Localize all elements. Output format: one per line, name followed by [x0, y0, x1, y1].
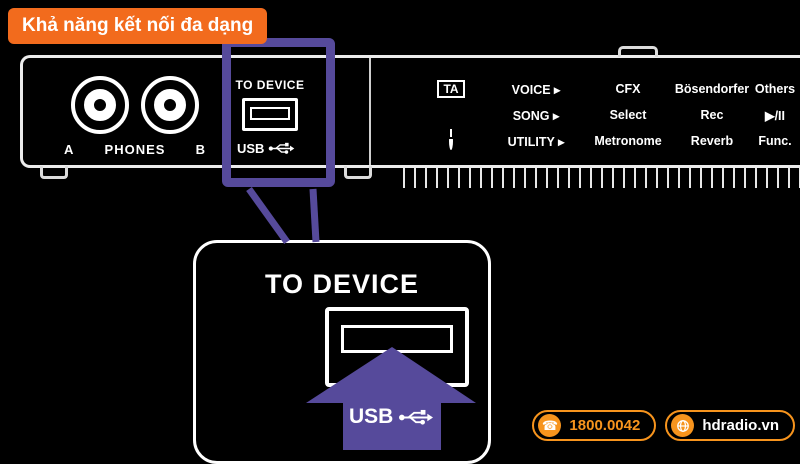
- callout-usb-port: [325, 307, 469, 387]
- panel-divider: [369, 58, 371, 165]
- panel-top-bump: [618, 46, 658, 57]
- contact-badges: ☎ 1800.0042 hdradio.vn: [532, 410, 795, 441]
- usb-trident-icon: [269, 142, 295, 154]
- usb-port: [242, 98, 298, 131]
- usb-label-row: USB: [237, 141, 295, 156]
- phones-labels: A PHONES B: [64, 142, 206, 157]
- piano-keys-strip: [394, 168, 800, 188]
- phone-number: 1800.0042: [569, 417, 641, 434]
- usb-port-slot: [250, 107, 290, 120]
- panel-foot: [40, 166, 68, 179]
- power-cell: [449, 132, 453, 150]
- cfx-button: CFX: [615, 82, 641, 96]
- phones-jack-b: [141, 76, 199, 134]
- usb-label: USB: [237, 141, 265, 156]
- arrow-usb-label: USB: [349, 405, 394, 428]
- globe-icon: [671, 414, 695, 437]
- website-badge[interactable]: hdradio.vn: [665, 410, 795, 441]
- phone-icon: ☎: [538, 414, 562, 437]
- play-pause-button: ▶/II: [764, 108, 786, 123]
- phones-jack-a: [71, 76, 129, 134]
- power-icon: [449, 132, 453, 150]
- voice-button: VOICE ▸: [511, 82, 561, 97]
- others-button: Others: [754, 82, 796, 96]
- usb-trident-icon: [399, 409, 434, 425]
- utility-button: UTILITY ▸: [507, 134, 565, 149]
- callout-usb-slot: [341, 325, 453, 353]
- piano-panel-outline: [20, 55, 800, 168]
- song-button: SONG ▸: [512, 108, 560, 123]
- phone-badge[interactable]: ☎ 1800.0042: [532, 410, 657, 441]
- select-button: Select: [609, 108, 647, 122]
- phones-label-b: B: [195, 142, 206, 157]
- phones-jack-a-inner: [84, 89, 116, 121]
- connector-line-left: [246, 186, 290, 245]
- reverb-button: Reverb: [690, 134, 734, 148]
- banner-title: Khả năng kết nối đa dạng: [8, 8, 268, 44]
- bosendorfer-button: Bösendorfer: [674, 82, 750, 96]
- to-device-label: TO DEVICE: [235, 78, 305, 92]
- callout-title: TO DEVICE: [264, 269, 420, 299]
- ta-button: TA: [437, 80, 465, 98]
- connector-line-right: [309, 188, 320, 243]
- usb-zoom-callout: TO DEVICE: [193, 240, 491, 464]
- control-panel: TA VOICE ▸ CFX Bösendorfer Others SONG ▸…: [412, 76, 800, 154]
- phones-label: PHONES: [104, 142, 166, 157]
- ta-cell: TA: [437, 80, 465, 98]
- func-button: Func.: [758, 134, 792, 148]
- phones-jack-b-inner: [154, 89, 186, 121]
- usb-highlight-rect: [222, 38, 335, 187]
- panel-foot: [344, 166, 372, 179]
- metronome-button: Metronome: [594, 134, 662, 148]
- rec-button: Rec: [700, 108, 724, 122]
- phones-label-a: A: [64, 142, 75, 157]
- arrow-usb-label-row: USB: [349, 405, 434, 429]
- website-url: hdradio.vn: [702, 417, 779, 434]
